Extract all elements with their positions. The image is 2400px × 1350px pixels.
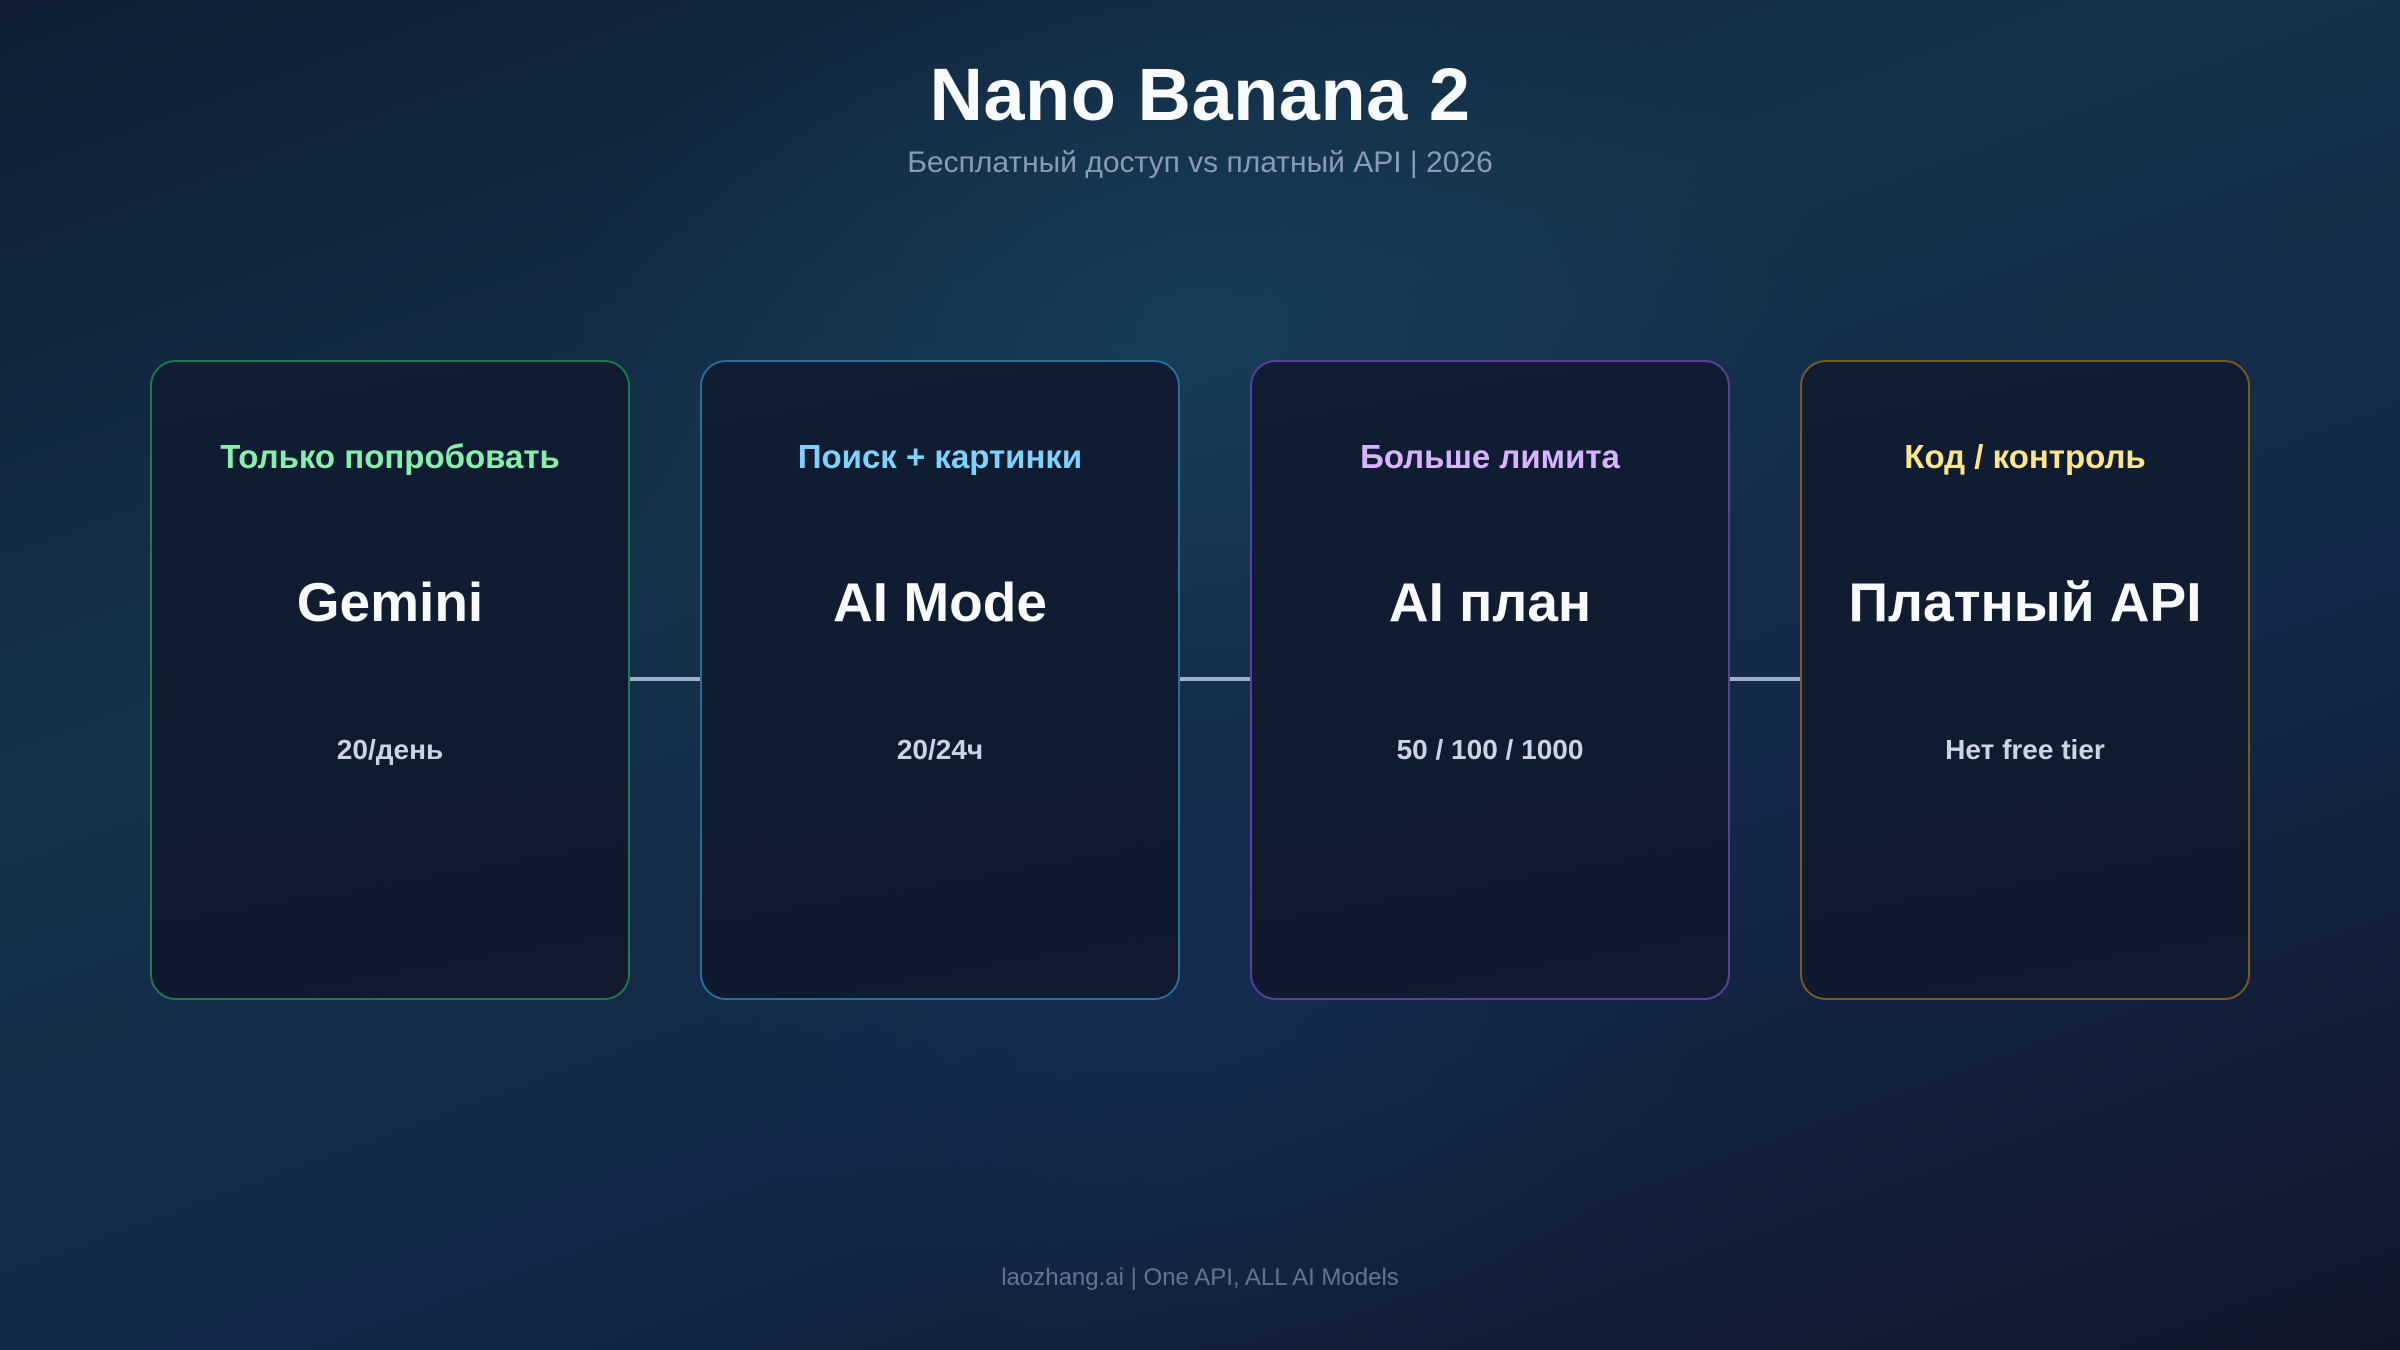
connector-line-2 — [1180, 677, 1250, 681]
connector-line-1 — [630, 677, 700, 681]
card-paid-api: Код / контроль Платный API Нет free tier — [1800, 360, 2250, 1000]
card-name: AI план — [1388, 571, 1592, 633]
card-name: Gemini — [296, 571, 484, 633]
card-tag: Поиск + картинки — [797, 438, 1083, 475]
page-subtitle: Бесплатный доступ vs платный API | 2026 — [907, 146, 1493, 179]
card-ai-plan: Больше лимита AI план 50 / 100 / 1000 — [1250, 360, 1730, 1000]
footer-text: laozhang.ai | One API, ALL AI Models — [1001, 1264, 1399, 1291]
card-gemini: Только попробовать Gemini 20/день — [150, 360, 630, 1000]
page-title: Nano Banana 2 — [929, 53, 1471, 136]
card-ai-mode: Поиск + картинки AI Mode 20/24ч — [700, 360, 1180, 1000]
card-limit: Нет free tier — [1945, 734, 2105, 765]
card-name: AI Mode — [833, 571, 1047, 633]
card-limit: 50 / 100 / 1000 — [1396, 734, 1584, 765]
connector-line-3 — [1730, 677, 1800, 681]
card-name: Платный API — [1848, 571, 2202, 633]
card-limit: 20/24ч — [896, 734, 984, 765]
card-limit: 20/день — [336, 734, 444, 765]
card-tag: Больше лимита — [1360, 438, 1620, 475]
card-tag: Только попробовать — [220, 438, 560, 475]
card-tag: Код / контроль — [1904, 438, 2146, 475]
